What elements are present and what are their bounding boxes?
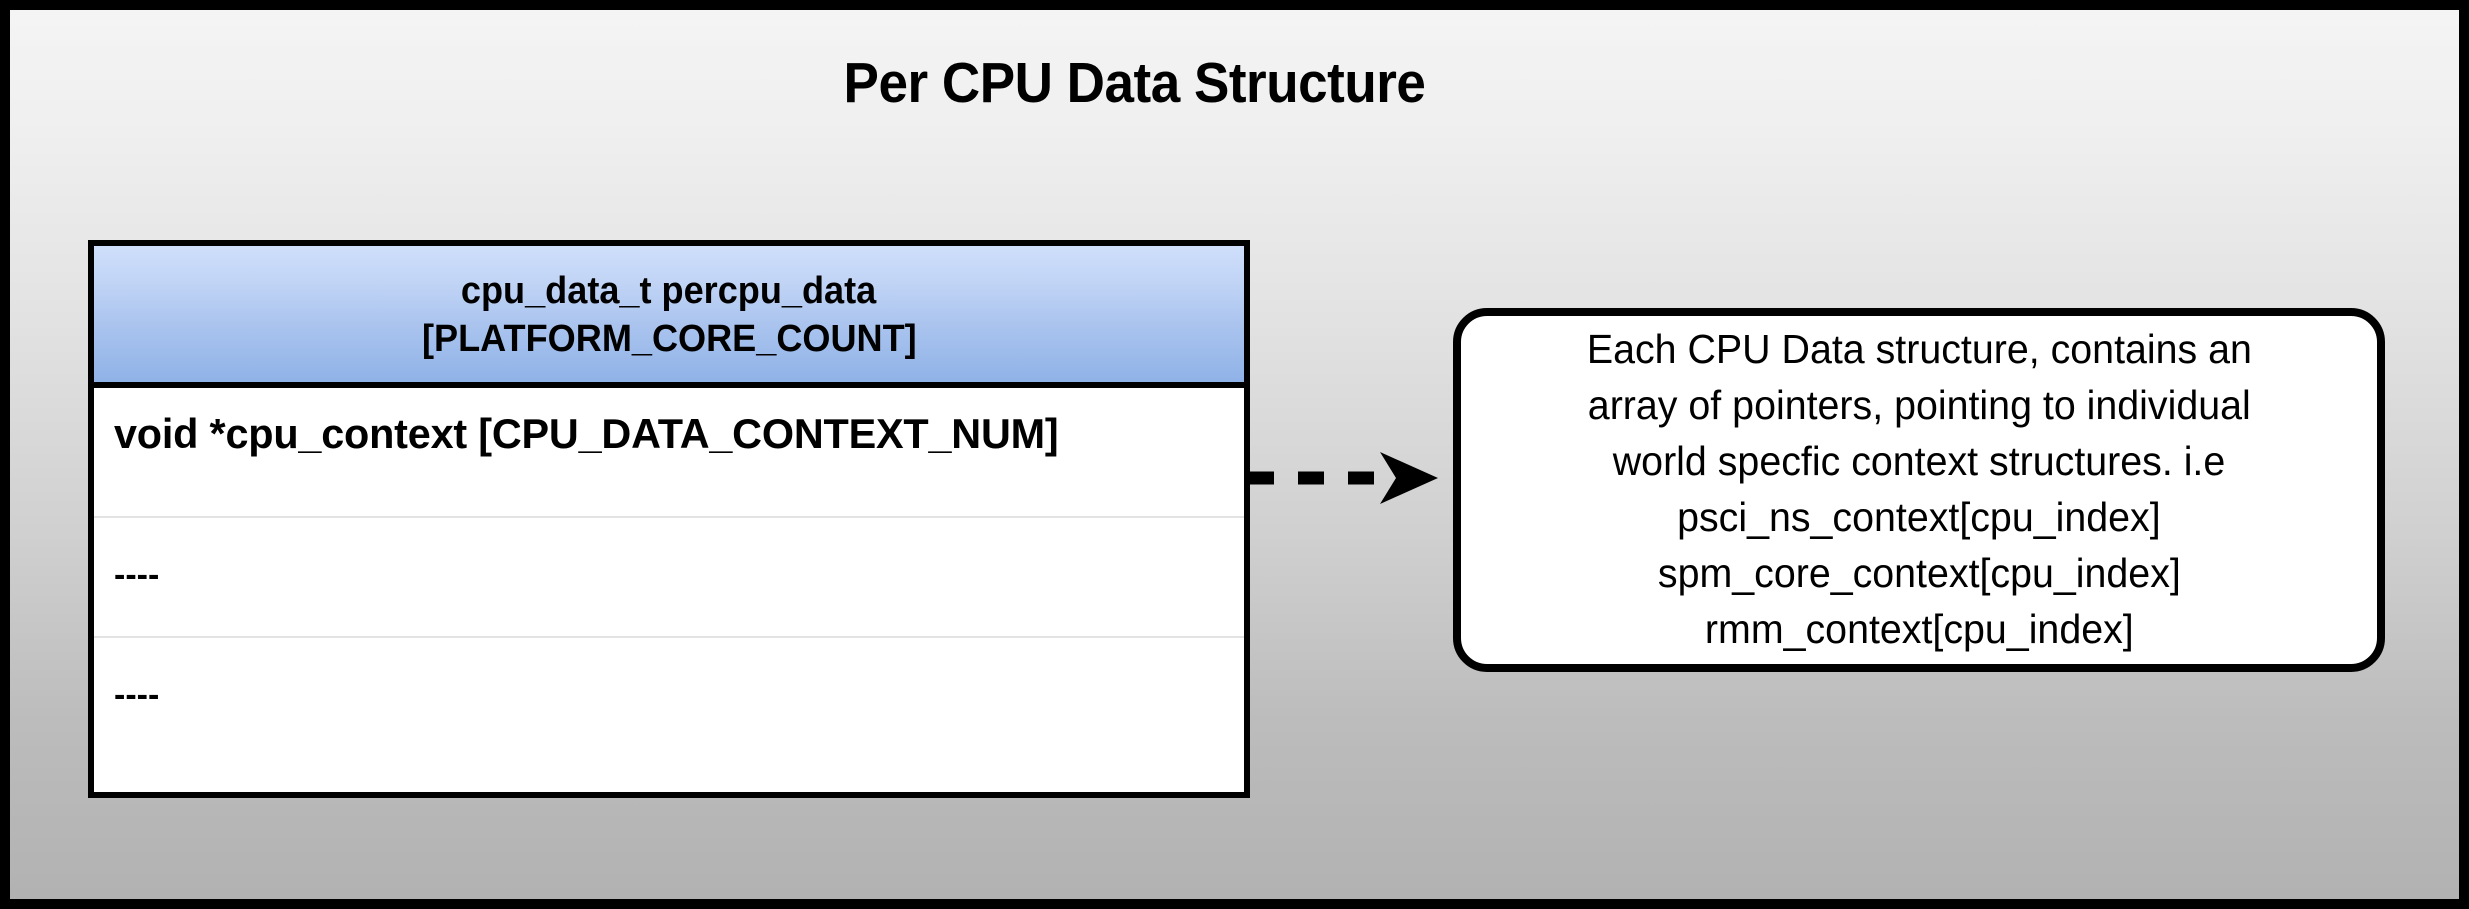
- struct-header-line-1: cpu_data_t percpu_data: [461, 270, 877, 312]
- struct-field-label-placeholder-1: ----: [114, 556, 160, 594]
- callout-line-6: rmm_context[cpu_index]: [1704, 606, 2134, 652]
- callout-line-4: psci_ns_context[cpu_index]: [1677, 494, 2161, 540]
- callout-line-3: world specfic context structures. i.e: [1612, 438, 2226, 484]
- dashed-pointer-arrow-icon: [1248, 452, 1438, 504]
- callout-note-box: Each CPU Data structure, contains an arr…: [1453, 308, 2385, 672]
- struct-field-row-placeholder-2: ----: [94, 636, 1244, 776]
- percpu-data-struct-table: cpu_data_t percpu_data [PLATFORM_CORE_CO…: [88, 240, 1250, 798]
- callout-line-5: spm_core_context[cpu_index]: [1657, 550, 2181, 596]
- page-title: Per CPU Data Structure: [843, 51, 1426, 115]
- struct-header-line-2: [PLATFORM_CORE_COUNT]: [421, 318, 917, 360]
- callout-line-1: Each CPU Data structure, contains an: [1586, 326, 2252, 372]
- struct-field-row-placeholder-1: ----: [94, 516, 1244, 636]
- struct-table-header: cpu_data_t percpu_data [PLATFORM_CORE_CO…: [94, 246, 1244, 388]
- callout-line-2: array of pointers, pointing to individua…: [1587, 382, 2251, 428]
- struct-field-row-cpu-context: void *cpu_context [CPU_DATA_CONTEXT_NUM]: [94, 388, 1244, 516]
- struct-field-label-cpu-context: void *cpu_context [CPU_DATA_CONTEXT_NUM]: [114, 410, 1059, 457]
- struct-field-label-placeholder-2: ----: [114, 676, 160, 714]
